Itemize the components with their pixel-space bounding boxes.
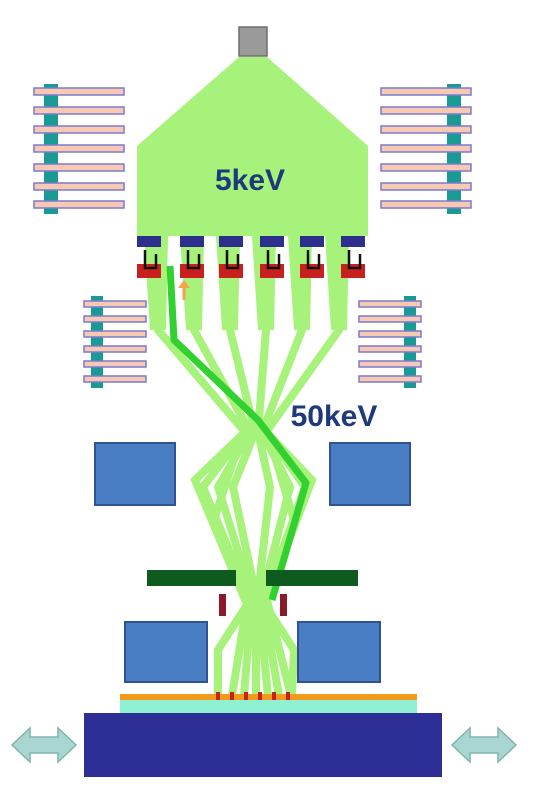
deflector-stack-upper-right <box>380 84 472 214</box>
wafer-stage <box>84 713 442 777</box>
wafer-layer <box>120 700 417 713</box>
lens-block-upper-right <box>329 442 411 506</box>
blanker-array <box>137 236 365 278</box>
beam-spots <box>216 692 290 700</box>
deflector-stack-lower-left <box>83 296 147 388</box>
aperture-plate-right <box>266 570 358 586</box>
blanker-unit <box>260 236 284 278</box>
blanker-unit <box>219 236 243 278</box>
highlighted-beam <box>166 265 310 601</box>
indicator-arrow <box>178 280 190 300</box>
blanker-unit <box>300 236 324 278</box>
blanker-unit <box>341 236 365 278</box>
blanker-unit <box>137 236 161 278</box>
aperture-post-left <box>219 594 226 616</box>
stage-motion-arrow-left <box>10 726 78 764</box>
high-energy-label: 50keV <box>291 400 378 433</box>
aperture-plate-left <box>147 570 236 586</box>
deflector-stack-lower-right <box>358 296 422 388</box>
low-energy-beam-region <box>137 57 368 236</box>
stage-motion-arrow-right <box>450 726 518 764</box>
aperture-post-right <box>280 594 287 616</box>
resist-layer <box>120 694 417 700</box>
electron-source <box>238 26 268 57</box>
beamlet-columns <box>144 236 349 330</box>
lens-block-upper-left <box>94 442 176 506</box>
low-energy-label: 5keV <box>215 164 285 197</box>
lens-block-lower-right <box>297 621 381 683</box>
blanker-unit <box>180 236 204 278</box>
deflector-stack-upper-left <box>33 84 125 214</box>
lens-block-lower-left <box>124 621 208 683</box>
